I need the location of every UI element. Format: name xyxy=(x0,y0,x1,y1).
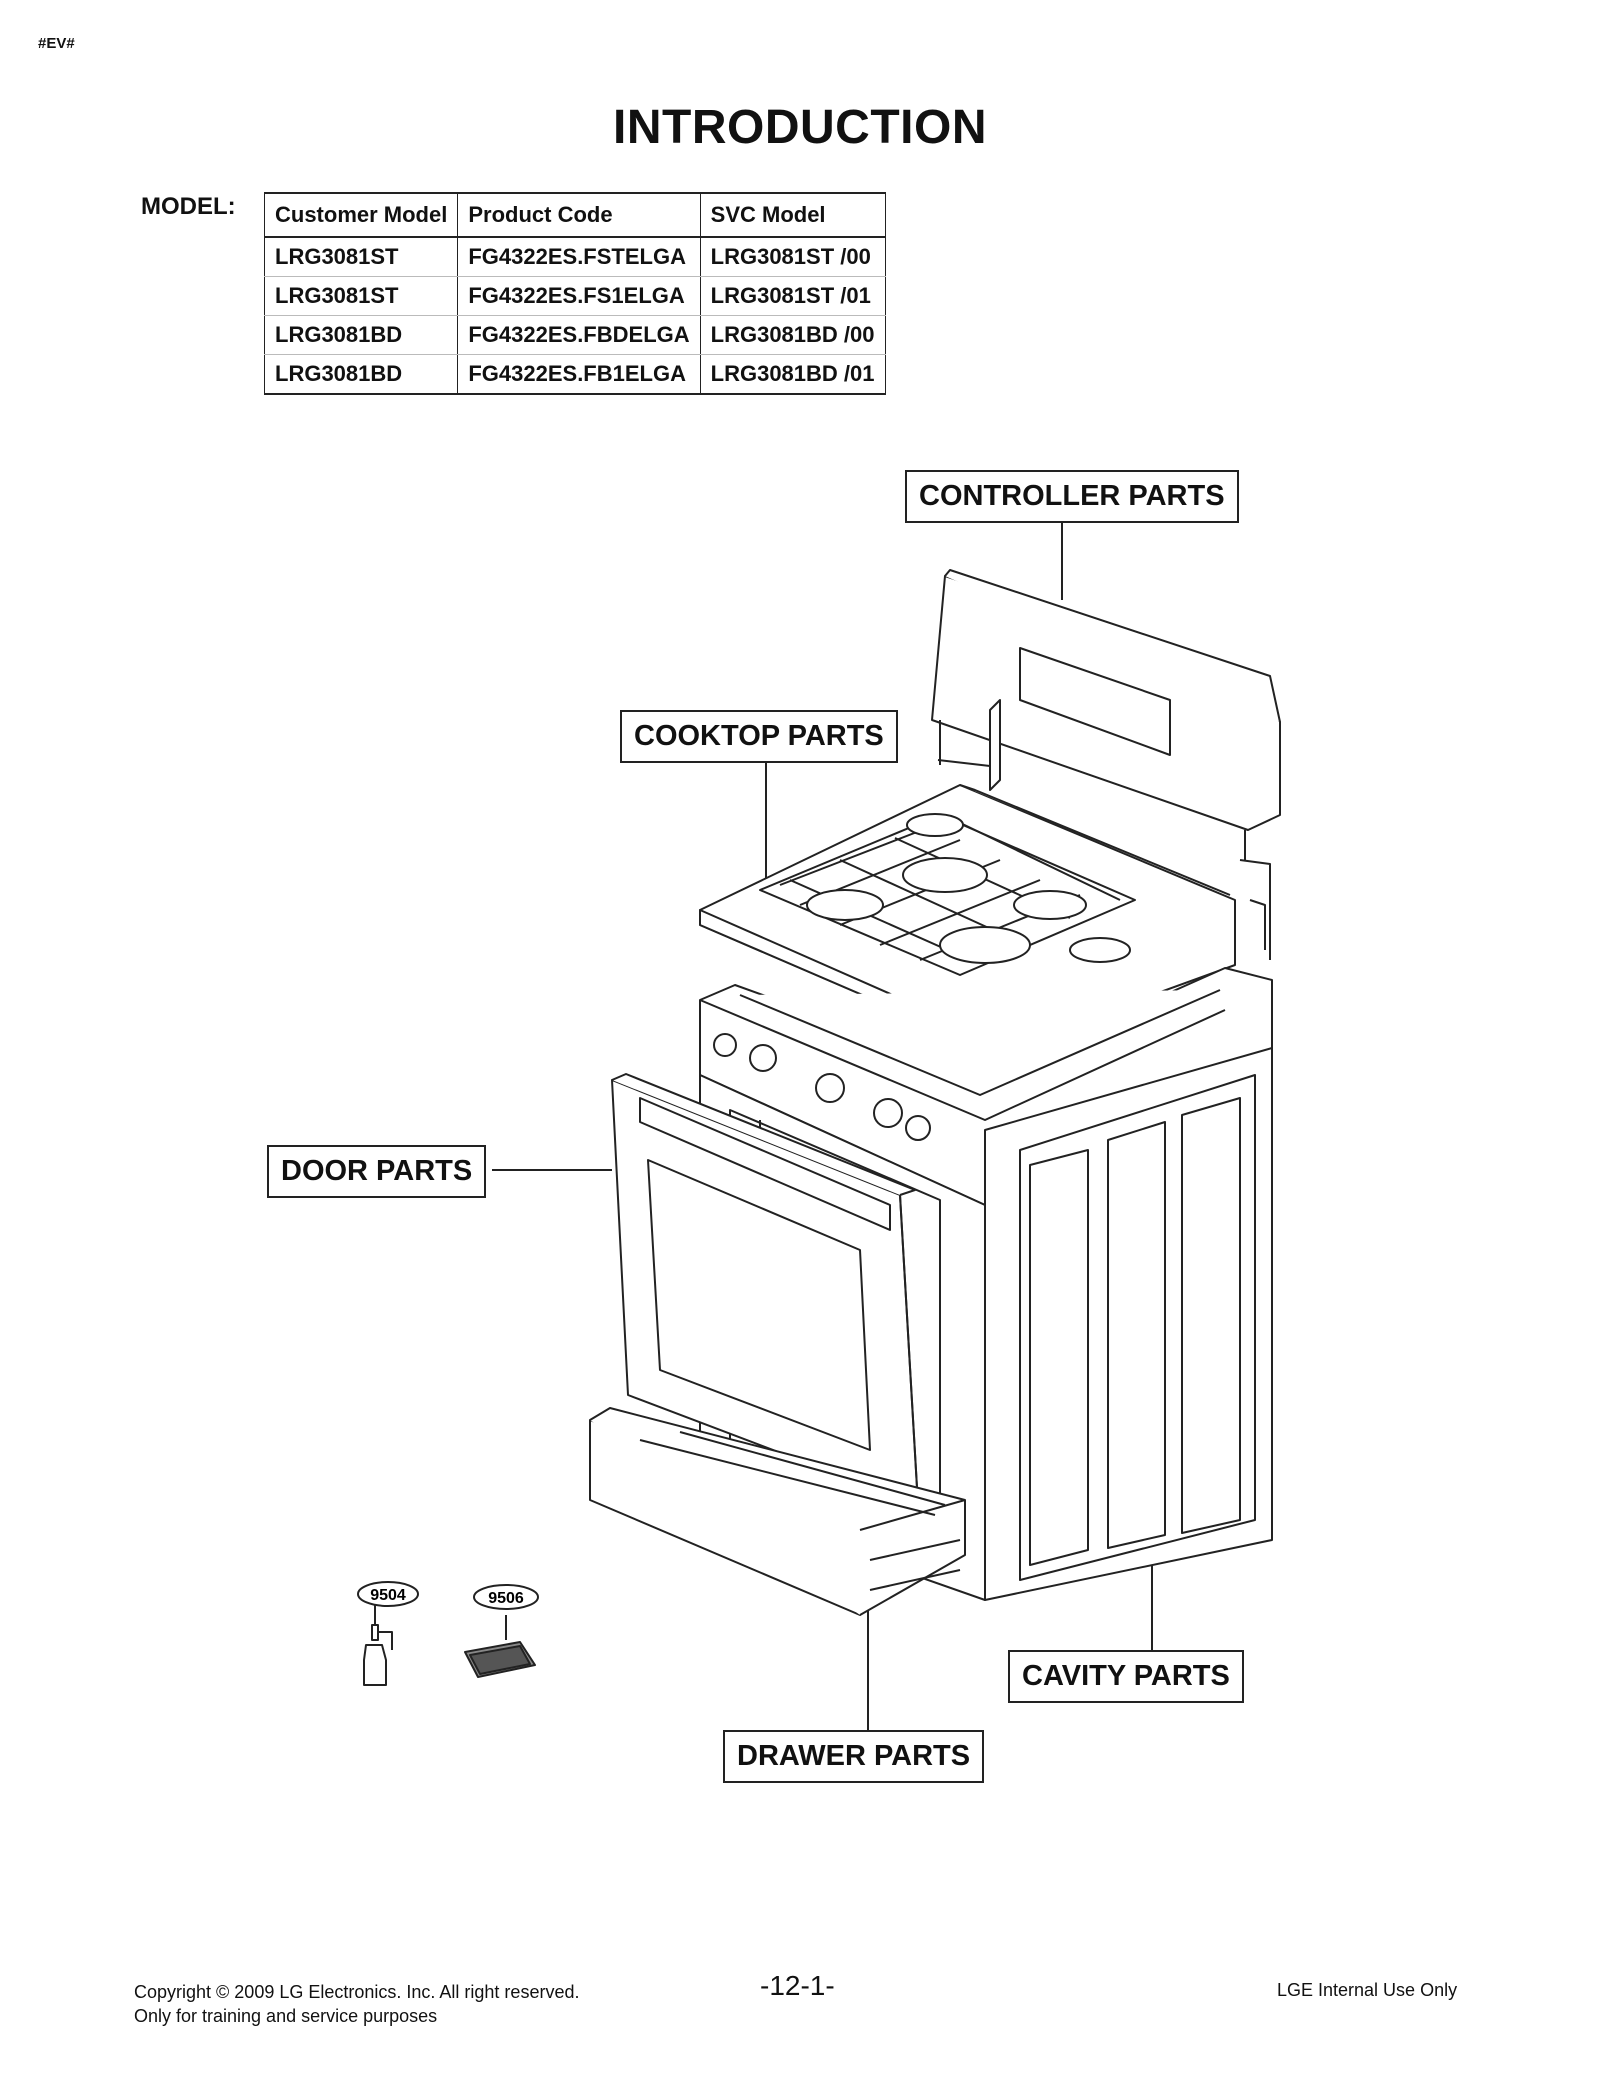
part-number: 9504 xyxy=(370,1587,406,1604)
column-header: Customer Model xyxy=(263,192,459,238)
table-cell: LRG3081BD /00 xyxy=(699,315,886,355)
table-row: LRG3081ST FG4322ES.FSTELGA LRG3081ST /00 xyxy=(263,237,886,277)
oven-door xyxy=(611,1073,919,1506)
training-note: Only for training and service purposes xyxy=(134,2006,438,2026)
part-number: 9506 xyxy=(488,1590,524,1607)
column-header: SVC Model xyxy=(699,192,886,238)
cavity-parts-label[interactable]: CAVITY PARTS xyxy=(1008,1650,1244,1703)
table-cell: FG4322ES.FS1ELGA xyxy=(457,276,701,316)
page-title: INTRODUCTION xyxy=(613,101,987,154)
leader-lines xyxy=(492,518,1153,1740)
column-header: Product Code xyxy=(457,192,701,238)
copyright-footer: Copyright © 2009 LG Electronics. Inc. Al… xyxy=(134,1980,579,2028)
page-number: -12-1- xyxy=(760,1970,835,2001)
controller-parts-label[interactable]: CONTROLLER PARTS xyxy=(905,470,1239,523)
storage-drawer xyxy=(589,1407,966,1616)
table-cell: LRG3081BD xyxy=(263,354,459,395)
table-cell: LRG3081ST /01 xyxy=(699,276,886,316)
backguard xyxy=(931,569,1281,960)
spray-bottle-icon xyxy=(363,1605,393,1686)
table-cell: LRG3081ST xyxy=(263,237,459,277)
table-header-row: Customer Model Product Code SVC Model xyxy=(263,192,886,238)
table-cell: FG4322ES.FSTELGA xyxy=(457,237,701,277)
door-parts-label[interactable]: DOOR PARTS xyxy=(267,1145,487,1198)
table-row: LRG3081BD FG4322ES.FBDELGA LRG3081BD /00 xyxy=(263,315,886,355)
copyright-text: Copyright © 2009 LG Electronics. Inc. Al… xyxy=(134,1982,580,2002)
cleaning-pad-icon xyxy=(464,1615,536,1678)
cooktop-parts-label[interactable]: COOKTOP PARTS xyxy=(620,710,898,763)
table-row: LRG3081BD FG4322ES.FB1ELGA LRG3081BD /01 xyxy=(263,354,886,395)
drawer-parts-label[interactable]: DRAWER PARTS xyxy=(723,1730,985,1783)
table-cell: LRG3081BD xyxy=(263,315,459,355)
table-row: LRG3081ST FG4322ES.FS1ELGA LRG3081ST /01 xyxy=(263,276,886,316)
model-label: MODEL: xyxy=(141,193,236,220)
table-cell: LRG3081ST /00 xyxy=(699,237,886,277)
table-cell: FG4322ES.FBDELGA xyxy=(457,315,701,355)
table-cell: LRG3081ST xyxy=(263,276,459,316)
model-table: Customer Model Product Code SVC Model LR… xyxy=(263,192,886,395)
doc-tag: #EV# xyxy=(38,35,75,52)
table-cell: LRG3081BD /01 xyxy=(699,354,886,395)
table-cell: FG4322ES.FB1ELGA xyxy=(457,354,701,395)
internal-use-note: LGE Internal Use Only xyxy=(1277,1980,1458,2000)
